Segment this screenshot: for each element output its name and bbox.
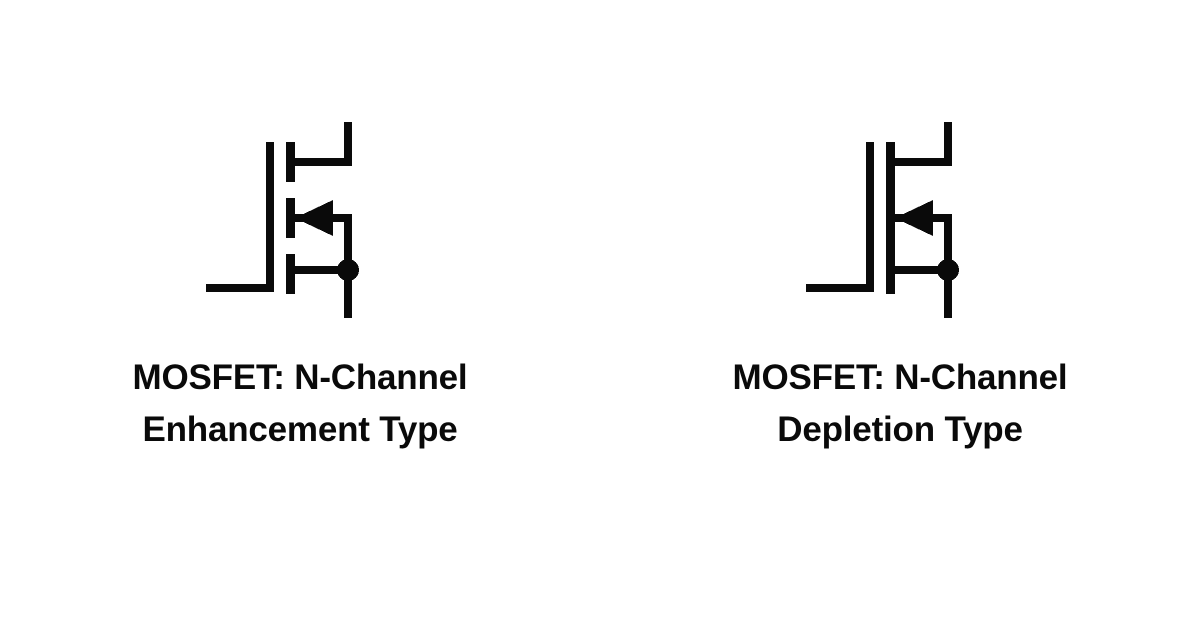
gate-vertical-line xyxy=(866,142,874,292)
caption-depletion-line1: MOSFET: N-Channel xyxy=(732,358,1068,397)
source-terminal-line xyxy=(344,266,352,318)
gate-lead-line xyxy=(806,284,874,292)
caption-depletion-line2: Depletion Type xyxy=(777,410,1023,449)
substrate-arrow-icon xyxy=(895,200,933,236)
caption-enhancement-line2: Enhancement Type xyxy=(142,410,458,449)
drain-terminal-line xyxy=(944,122,952,166)
symbol-enhancement-mosfet xyxy=(0,120,600,330)
source-terminal-line xyxy=(944,266,952,318)
caption-depletion: MOSFET: N-Channel Depletion Type xyxy=(600,352,1200,456)
source-body-junction-dot xyxy=(337,259,359,281)
gate-vertical-line xyxy=(266,142,274,292)
drain-terminal-line xyxy=(344,122,352,166)
caption-enhancement: MOSFET: N-Channel Enhancement Type xyxy=(0,352,600,456)
panel-depletion-mosfet: MOSFET: N-Channel Depletion Type xyxy=(600,0,1200,628)
channel-solid-bar xyxy=(886,142,895,294)
source-stub-line xyxy=(895,266,952,274)
channel-segment-top xyxy=(286,142,295,182)
symbol-depletion-mosfet xyxy=(600,120,1200,330)
source-body-junction-dot xyxy=(937,259,959,281)
channel-segment-middle xyxy=(286,198,295,238)
drain-stub-line xyxy=(295,158,352,166)
drain-stub-line xyxy=(895,158,952,166)
channel-segment-bottom xyxy=(286,254,295,294)
source-stub-line xyxy=(295,266,352,274)
body-vertical-line xyxy=(944,214,952,270)
gate-lead-line xyxy=(206,284,274,292)
substrate-arrow-icon xyxy=(295,200,333,236)
body-vertical-line xyxy=(344,214,352,270)
n-channel-depletion-mosfet-diagram xyxy=(806,122,959,318)
n-channel-enhancement-mosfet-diagram xyxy=(206,122,359,318)
caption-enhancement-line1: MOSFET: N-Channel xyxy=(132,358,468,397)
panel-enhancement-mosfet: MOSFET: N-Channel Enhancement Type xyxy=(0,120,600,456)
